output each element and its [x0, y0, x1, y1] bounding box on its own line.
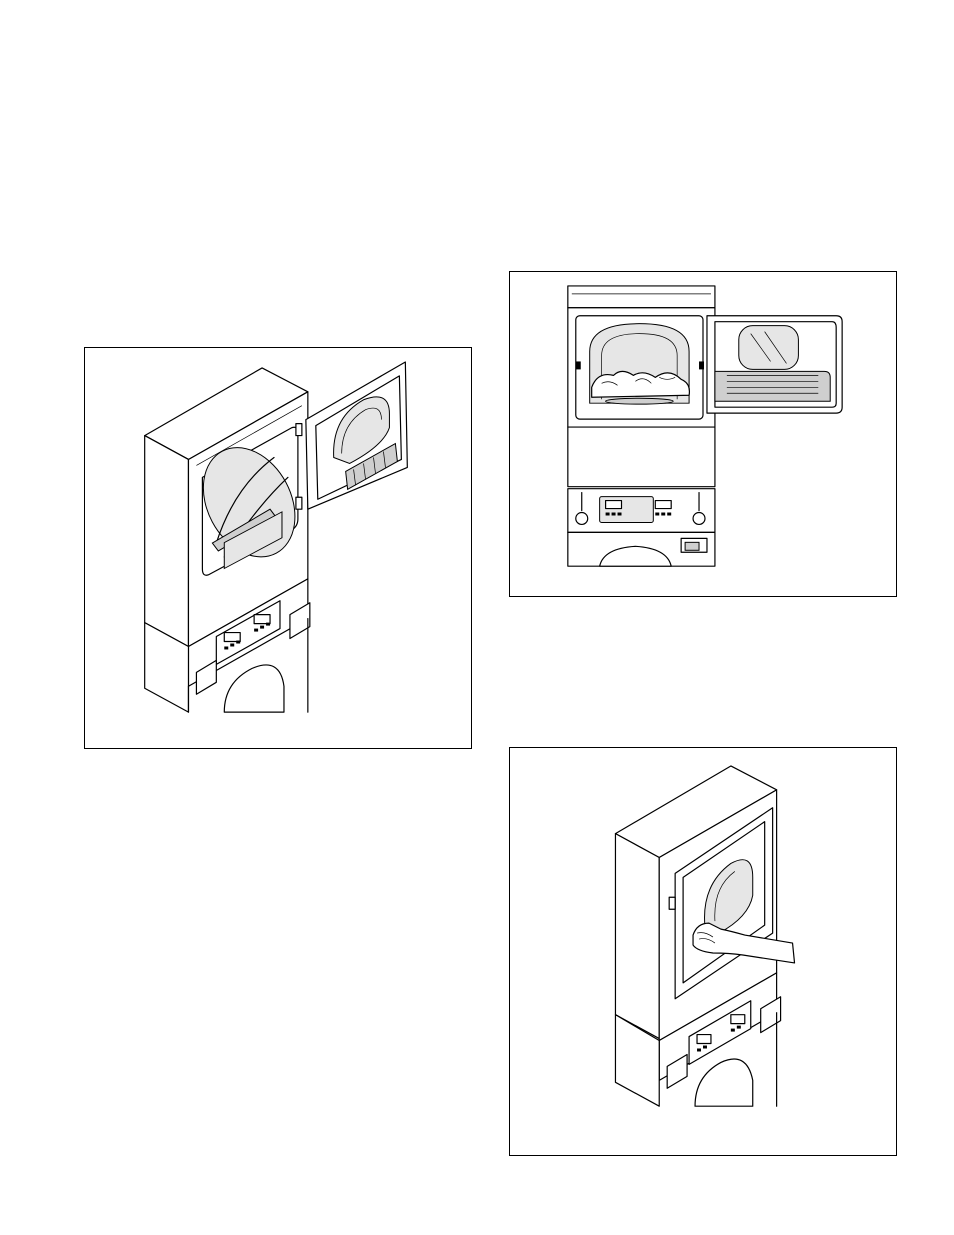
figure-dryer-door-open	[84, 347, 472, 749]
dryer-front-loaded-illustration	[510, 272, 896, 596]
figure-closing-dryer-door	[509, 747, 897, 1156]
closing-door-illustration	[510, 748, 896, 1155]
figure-dryer-front-loaded	[509, 271, 897, 597]
dryer-door-open-illustration	[85, 348, 471, 748]
